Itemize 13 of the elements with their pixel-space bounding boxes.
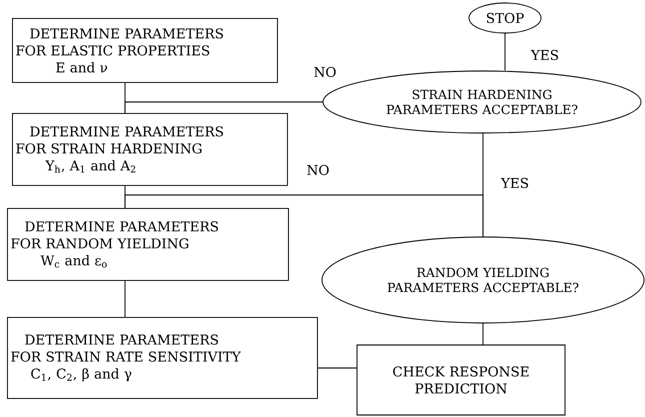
edge-label: YES xyxy=(500,176,530,190)
connector-line xyxy=(124,194,484,237)
connector-line xyxy=(124,280,126,318)
process-box: DETERMINE PARAMETERS FOR RANDOM YIELDING W$_{c}$ and ε$_{o}$ xyxy=(7,208,289,281)
connector-line xyxy=(482,323,484,345)
process-box: DETERMINE PARAMETERS FOR ELASTIC PROPERTIES E and ν xyxy=(12,18,278,83)
process-box: DETERMINE PARAMETERS FOR STRAIN RATE SENSITIVITY C$_{1}$, C$_{2}$, β and γ xyxy=(7,317,318,399)
connector-line xyxy=(124,102,323,114)
process-box: CHECK RESPONSE PREDICTION xyxy=(356,344,566,416)
edge-label: NO xyxy=(306,164,330,176)
connector-line xyxy=(504,33,506,71)
process-box: DETERMINE PARAMETERS FOR STRAIN HARDENING Y$_{h}$, A$_{1}$ and A$_{2}$ xyxy=(12,113,288,186)
edge-label: YES xyxy=(530,48,560,62)
